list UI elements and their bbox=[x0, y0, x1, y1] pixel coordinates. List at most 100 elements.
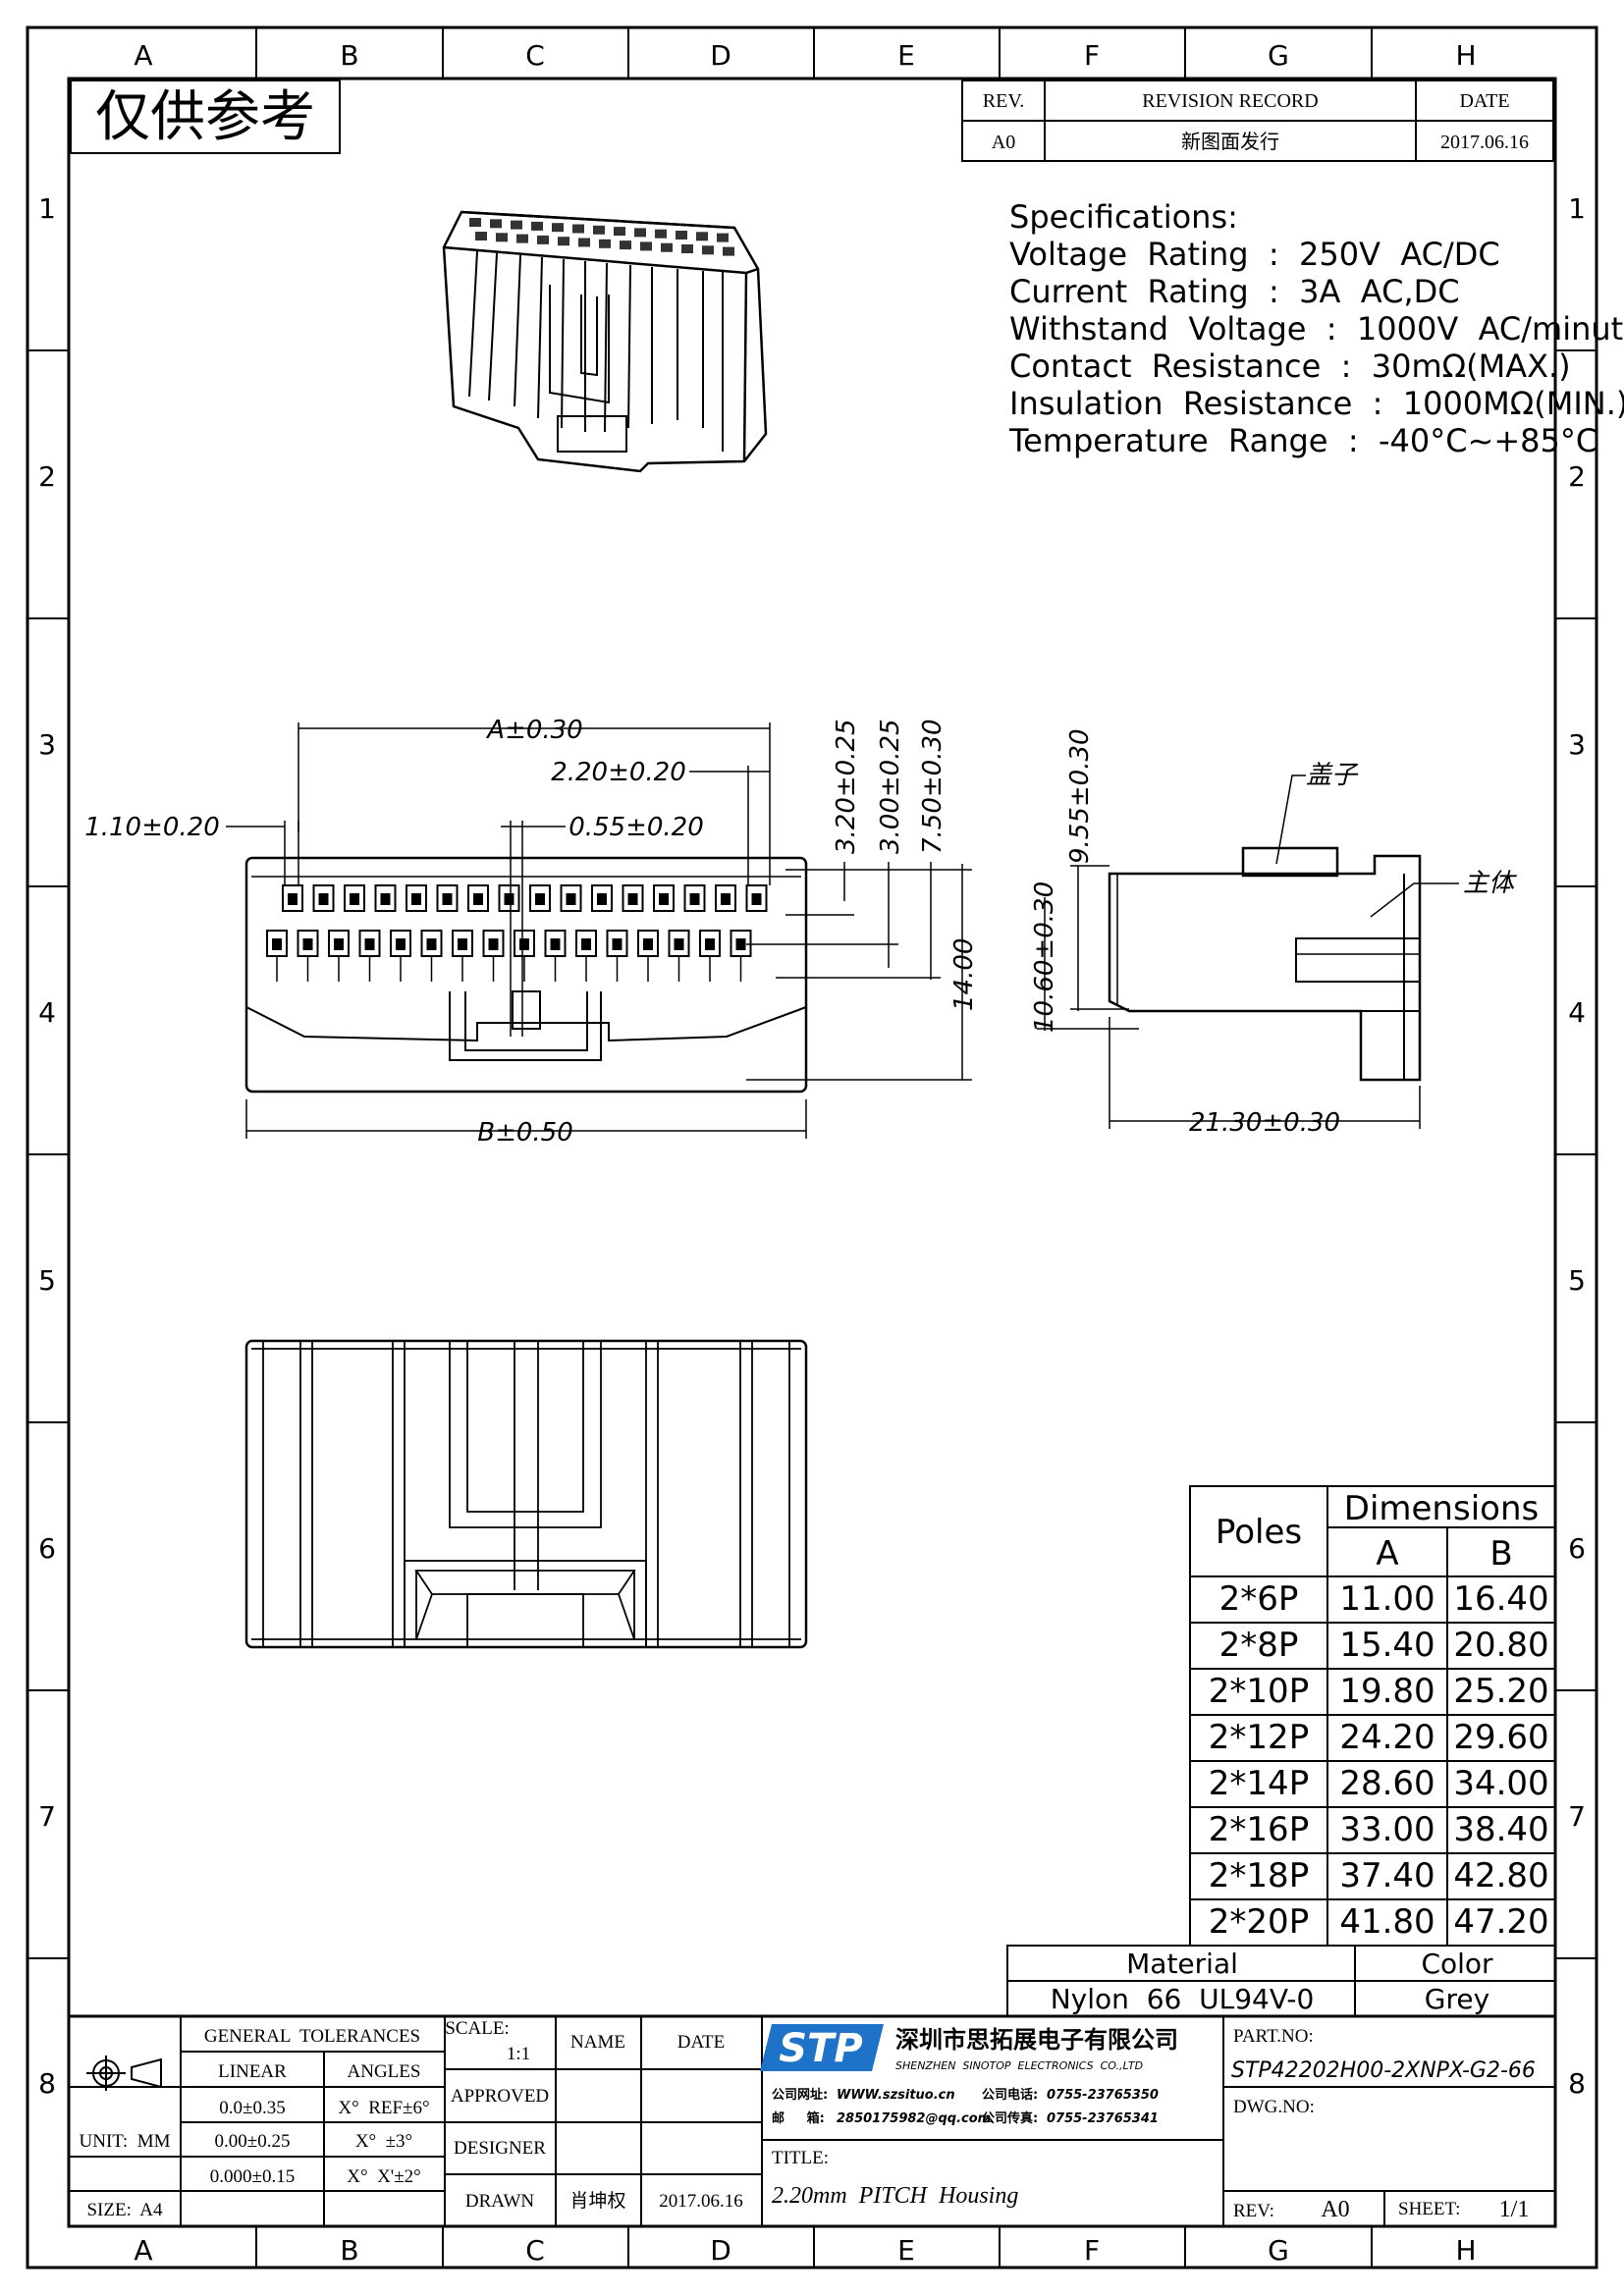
iso-cavity bbox=[702, 245, 714, 255]
poles-header: Poles bbox=[1216, 1513, 1302, 1552]
col-label-bottom: H bbox=[1455, 2234, 1476, 2267]
poles-cell: 2*14P bbox=[1209, 1764, 1309, 1803]
angle-tol: X° REF±6° bbox=[338, 2098, 429, 2118]
contact-terminal bbox=[442, 893, 453, 905]
material-table: Material Color Nylon 66 UL94V-0 Grey bbox=[1006, 1945, 1556, 2017]
linear-tol: 0.00±0.25 bbox=[215, 2131, 291, 2152]
stamp-text: 仅供参考 bbox=[95, 85, 315, 149]
color-value: Grey bbox=[1425, 1983, 1489, 2015]
dim-height: 14.00 bbox=[949, 938, 979, 1011]
contact-terminal bbox=[519, 938, 529, 950]
contact-cavity bbox=[282, 884, 303, 912]
row-label-right: 7 bbox=[1568, 1800, 1586, 1833]
col-label-top: E bbox=[897, 39, 915, 72]
revision-table: REV. REVISION RECORD DATE A0 新图面发行 2017.… bbox=[961, 80, 1554, 162]
material-header: Material bbox=[1126, 1948, 1238, 1980]
front-outline bbox=[244, 856, 808, 1094]
rev-value: A0 bbox=[992, 132, 1015, 153]
a-cell: 33.00 bbox=[1339, 1810, 1435, 1849]
front-dimensions bbox=[226, 722, 972, 1139]
contact-terminal bbox=[396, 938, 406, 950]
contact-cavity bbox=[436, 884, 459, 912]
b-cell: 29.60 bbox=[1453, 1718, 1548, 1757]
front-view bbox=[244, 856, 808, 1094]
contact-terminal bbox=[302, 938, 313, 950]
col-label-bottom: B bbox=[340, 2234, 358, 2267]
contact-cavity bbox=[374, 884, 397, 912]
specifications: Specifications: Voltage Rating : 250V AC… bbox=[1008, 198, 1624, 459]
dimensions-rows: 2*6P 11.00 16.40 2*8P 15.40 20.80 2*10P … bbox=[1209, 1579, 1549, 1942]
poles-cell: 2*6P bbox=[1219, 1579, 1299, 1619]
contact-terminal bbox=[318, 893, 329, 905]
approved-label: APPROVED bbox=[451, 2086, 549, 2107]
contact-cavity bbox=[715, 884, 736, 912]
a-cell: 15.40 bbox=[1339, 1626, 1435, 1665]
row-label-left: 6 bbox=[38, 1532, 56, 1565]
iso-cavity bbox=[634, 228, 646, 238]
contact-cavity bbox=[622, 884, 644, 912]
iso-cavity bbox=[655, 229, 667, 239]
contact-cavity bbox=[683, 884, 706, 912]
phone-label: 公司电话: bbox=[982, 2087, 1038, 2103]
b-cell: 42.80 bbox=[1453, 1856, 1548, 1896]
contact-terminal bbox=[473, 893, 483, 905]
web-value: WWW.szsituo.cn bbox=[837, 2088, 955, 2103]
color-header: Color bbox=[1421, 1948, 1493, 1980]
dimensions-header: Dimensions bbox=[1344, 1489, 1539, 1528]
company-en: SHENZHEN SINOTOP ELECTRONICS CO.,LTD bbox=[895, 2059, 1143, 2072]
size-label: SIZE: A4 bbox=[86, 2200, 163, 2220]
b-cell: 47.20 bbox=[1453, 1902, 1548, 1942]
a-cell: 37.40 bbox=[1339, 1856, 1435, 1896]
poles-cell: 2*18P bbox=[1209, 1856, 1309, 1896]
contact-terminal bbox=[643, 938, 653, 950]
iso-cavity bbox=[572, 224, 584, 234]
contact-terminal bbox=[581, 938, 591, 950]
material-value: Nylon 66 UL94V-0 bbox=[1051, 1983, 1315, 2015]
drawn-label: DRAWN bbox=[465, 2191, 535, 2212]
contact-cavity bbox=[498, 884, 520, 912]
row-label-left: 1 bbox=[38, 192, 56, 225]
contact-terminal bbox=[272, 938, 282, 950]
b-cell: 16.40 bbox=[1453, 1579, 1548, 1619]
date-header: DATE bbox=[677, 2032, 726, 2053]
dim-pitch: 2.20±0.20 bbox=[551, 758, 686, 787]
a-cell: 24.20 bbox=[1339, 1718, 1435, 1757]
angles-label: ANGLES bbox=[348, 2061, 421, 2082]
contact-cavity bbox=[529, 884, 551, 912]
iso-cavity bbox=[475, 232, 487, 240]
linear-label: LINEAR bbox=[218, 2061, 287, 2082]
contact-cavity bbox=[467, 884, 489, 912]
reference-only-stamp: 仅供参考 bbox=[70, 80, 341, 154]
projection-symbol-icon bbox=[86, 2056, 162, 2091]
drawn-date: 2017.06.16 bbox=[659, 2191, 743, 2212]
general-tolerances-label: GENERAL TOLERANCES bbox=[204, 2026, 420, 2047]
spec-heading: Specifications: bbox=[1009, 198, 1238, 236]
contact-terminal bbox=[411, 893, 421, 905]
contact-terminal bbox=[674, 938, 684, 950]
contact-terminal bbox=[627, 893, 638, 905]
iso-cavity bbox=[531, 221, 543, 231]
poles-cell: 2*16P bbox=[1209, 1810, 1309, 1849]
side-dimensions bbox=[1037, 774, 1459, 1129]
dim-v3: 7.50±0.30 bbox=[918, 719, 947, 854]
contact-cavity bbox=[406, 884, 427, 912]
iso-cavity bbox=[696, 232, 708, 241]
row-label-right: 1 bbox=[1568, 192, 1586, 225]
isometric-view bbox=[442, 210, 768, 473]
contact-cavity bbox=[653, 884, 675, 912]
iso-cavity bbox=[496, 233, 508, 242]
web-label: 公司网址: bbox=[772, 2087, 828, 2103]
a-cell: 28.60 bbox=[1339, 1764, 1435, 1803]
angle-tol: X° X'±2° bbox=[347, 2166, 421, 2187]
iso-cavity bbox=[593, 225, 605, 235]
iso-cavity bbox=[511, 220, 522, 230]
dim-side-pitch: 1.10±0.20 bbox=[84, 813, 220, 842]
iso-cavity bbox=[558, 237, 569, 246]
contact-terminal bbox=[597, 893, 607, 905]
record-value: 新图面发行 bbox=[1181, 131, 1279, 153]
dim-v1: 3.20±0.25 bbox=[832, 719, 861, 854]
contact-terminal bbox=[535, 893, 545, 905]
iso-cavity bbox=[599, 239, 611, 248]
date-value: 2017.06.16 bbox=[1440, 132, 1529, 153]
